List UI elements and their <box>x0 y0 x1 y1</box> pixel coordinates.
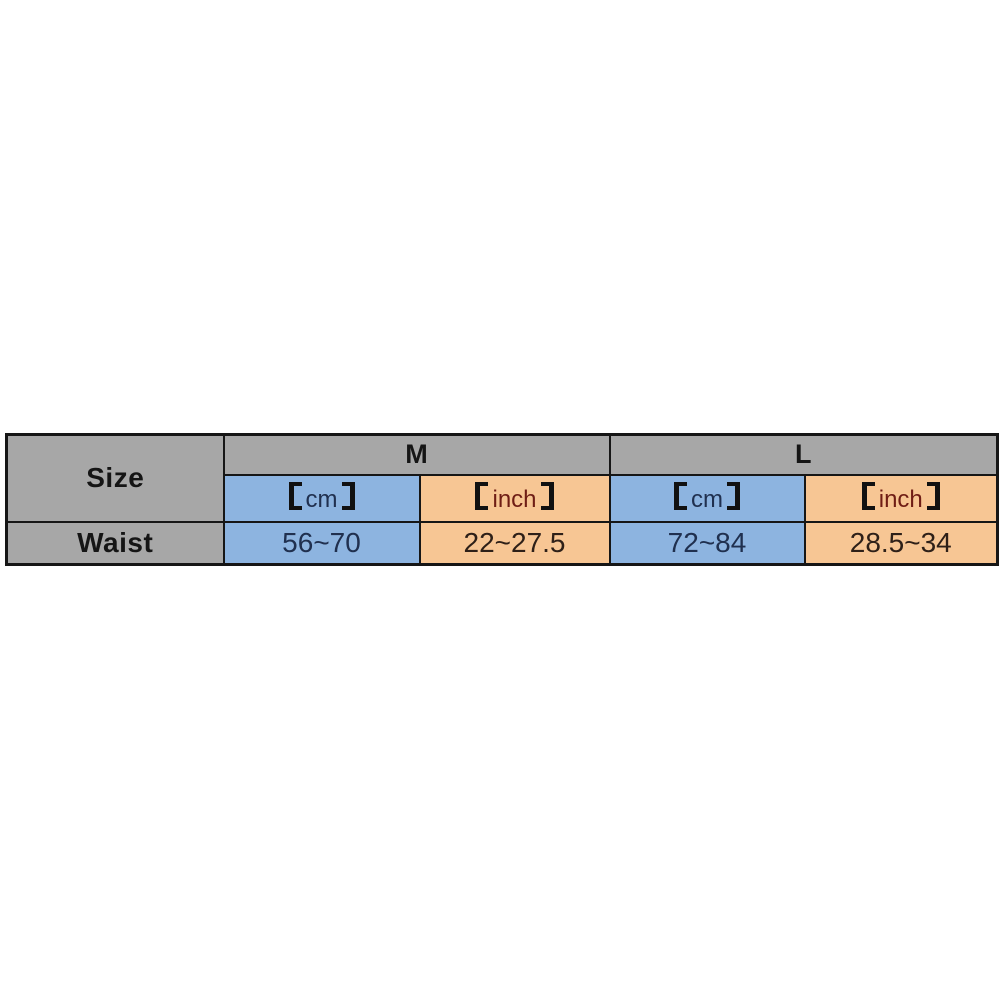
lenticular-bracket-close-icon <box>926 482 940 510</box>
size-chart-table: Size M L cm inch cm inch <box>5 433 999 566</box>
size-m-label: M <box>405 439 428 470</box>
m-inch-unit-label: inch <box>492 486 537 513</box>
size-corner-cell: Size <box>5 433 225 523</box>
l-cm-unit-label: cm <box>691 486 723 513</box>
l-inch-unit-cell: inch <box>803 473 999 523</box>
lenticular-bracket-close-icon <box>540 482 554 510</box>
lenticular-bracket-open-icon <box>674 482 687 510</box>
l-waist-inch-value: 28.5~34 <box>849 526 952 558</box>
m-waist-cm-value: 56~70 <box>282 526 361 558</box>
lenticular-bracket-open-icon <box>288 482 302 510</box>
size-l-label: L <box>795 439 812 470</box>
lenticular-bracket-open-icon <box>861 482 875 510</box>
l-cm-unit-cell: cm <box>608 473 806 523</box>
m-cm-unit-label: cm <box>305 486 338 513</box>
m-waist-inch-value: 22~27.5 <box>463 526 566 558</box>
size-m-header-cell: M <box>222 433 611 476</box>
size-l-header-cell: L <box>608 433 999 476</box>
waist-row-label: Waist <box>77 526 154 558</box>
lenticular-bracket-close-icon <box>727 482 740 510</box>
size-corner-label: Size <box>86 462 145 494</box>
l-waist-cm-value: 72~84 <box>667 526 747 558</box>
waist-row-header-cell: Waist <box>5 520 225 566</box>
m-waist-inch-value-cell: 22~27.5 <box>418 520 611 566</box>
m-inch-unit-cell: inch <box>418 473 611 523</box>
m-cm-unit-cell: cm <box>222 473 421 523</box>
l-inch-unit-label: inch <box>878 486 923 513</box>
lenticular-bracket-open-icon <box>475 482 489 510</box>
l-waist-inch-value-cell: 28.5~34 <box>803 520 999 566</box>
m-waist-cm-value-cell: 56~70 <box>222 520 421 566</box>
lenticular-bracket-close-icon <box>341 482 355 510</box>
l-waist-cm-value-cell: 72~84 <box>608 520 806 566</box>
